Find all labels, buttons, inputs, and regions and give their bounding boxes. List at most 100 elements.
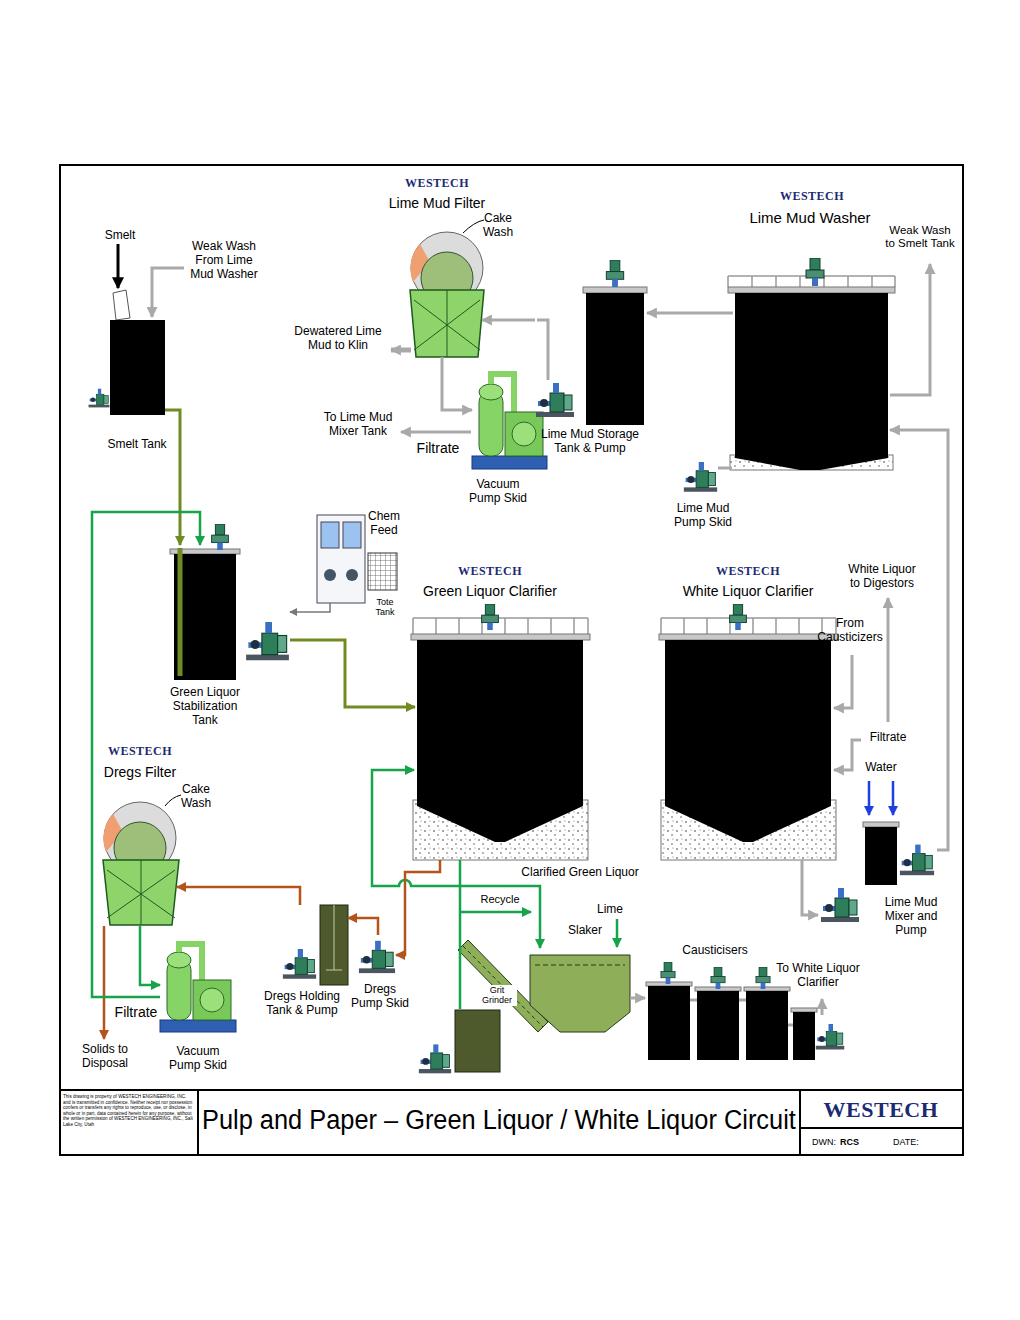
stream-label: Solids to Disposal xyxy=(75,1043,135,1071)
smelt-tank: Smelt Tank xyxy=(110,320,165,415)
title-block-value: RCS xyxy=(840,1137,870,1147)
clarifier: WESTECHGreen Liquor Clarifier xyxy=(415,625,585,860)
tank-body xyxy=(793,1012,815,1060)
concrete-base xyxy=(413,800,588,860)
vacuum-pump xyxy=(193,980,231,1020)
equipment-label: Lime Mud Storage Tank & Pump xyxy=(538,428,642,456)
flow-line xyxy=(442,357,472,410)
slaker-drawing xyxy=(419,940,630,1073)
stream-label: Dewatered Lime Mud to Klin xyxy=(292,325,384,353)
pump-skid: Lime Mud Pump Skid xyxy=(683,455,718,497)
chem-cabinet xyxy=(317,515,365,603)
stream-arrow xyxy=(887,598,890,722)
liquid-level xyxy=(535,965,625,966)
title-block-lines xyxy=(60,1090,963,1155)
washer-tank: WESTECHLime Mud Washer xyxy=(733,290,890,470)
tank-roof xyxy=(583,287,647,293)
dip-pipe xyxy=(178,548,183,676)
stream-label: Weak Wash From Lime Mud Washer xyxy=(188,240,260,281)
separator-vessel xyxy=(479,392,503,456)
vacuum-pump-skid-drawing xyxy=(160,944,236,1032)
rake-drive xyxy=(806,258,824,286)
equipment-label: Vacuum Pump Skid xyxy=(166,1045,230,1073)
tank-body xyxy=(665,640,831,800)
flow-line xyxy=(290,603,330,612)
disclaimer-note: This drawing is property of WESTECH ENGI… xyxy=(63,1094,195,1127)
callout-label: Cake Wash xyxy=(178,783,214,811)
pump-icon xyxy=(283,949,316,979)
tank-roof xyxy=(411,634,590,640)
leader-line xyxy=(463,220,484,233)
smelt-tank-drawing xyxy=(89,290,165,415)
agitator xyxy=(326,905,342,970)
vacuum-pump-skid: Vacuum Pump Skid xyxy=(160,940,236,1032)
stream-arrow xyxy=(821,999,824,1015)
clarifier: WESTECHWhite Liquor Clarifier xyxy=(663,625,830,860)
lime-mud-filter-drawing xyxy=(410,220,484,357)
stream-label: To Lime Mud Mixer Tank xyxy=(321,411,395,439)
equipment-label: Lime Mud Filter xyxy=(377,195,497,211)
company-logo: WESTECH xyxy=(392,177,482,191)
filter-tub xyxy=(103,860,179,925)
flow-line xyxy=(396,860,440,955)
tank-body xyxy=(417,640,583,800)
stream-arrow xyxy=(834,740,861,770)
chem-feed-skid: Chem Feed xyxy=(317,515,365,603)
equipment-label: Lime Mud Washer xyxy=(735,209,885,226)
rake-drive xyxy=(730,604,747,630)
stream-arrow xyxy=(890,264,930,395)
stream-label: Filtrate xyxy=(111,1004,161,1020)
company-logo: WESTECH xyxy=(445,565,535,579)
equipment-label: Dregs Holding Tank & Pump xyxy=(260,990,344,1018)
pump-icon xyxy=(684,462,717,492)
stream-arrow xyxy=(834,655,852,708)
smelt-chute xyxy=(113,290,130,320)
title-block-field: DATE: xyxy=(893,1137,933,1147)
pump-icon xyxy=(359,941,395,973)
flow-line xyxy=(348,918,378,935)
feed-arrow xyxy=(117,244,120,288)
pump-icon xyxy=(900,845,934,876)
part-label: Grit Grinder xyxy=(477,985,517,1006)
dregs-tank-drawing xyxy=(283,905,395,985)
lime-arrow xyxy=(616,919,619,947)
equipment-label: Green Liquor Stabilization Tank xyxy=(166,686,244,727)
vacuum-pump-skid-drawing xyxy=(472,374,547,469)
stabilization-tank: Green Liquor Stabilization Tank xyxy=(172,545,290,680)
railing xyxy=(413,618,588,634)
flow-line xyxy=(140,925,160,985)
stream-label: Lime xyxy=(595,903,625,917)
vacuum-pump xyxy=(505,412,543,456)
equipment-label: Smelt Tank xyxy=(97,438,177,452)
equipment-label: White Liquor Clarifier xyxy=(668,583,828,599)
pump-icon xyxy=(419,1044,451,1073)
tank-cone xyxy=(417,800,583,842)
drum-filter: WESTECHDregs Filter xyxy=(105,790,177,925)
equipment-label: Lime Mud Mixer and Pump xyxy=(882,896,940,937)
vessel-dome xyxy=(167,952,191,968)
pump-icon xyxy=(816,1024,845,1050)
pump-icon xyxy=(89,389,110,408)
tank-cone xyxy=(735,455,888,470)
title-block-field: DWN: xyxy=(812,1137,842,1147)
pump-casing xyxy=(512,422,536,446)
equipment-label: Lime Mud Pump Skid xyxy=(672,502,734,530)
stream-label: Smelt xyxy=(100,229,140,243)
drum-filter: WESTECHLime Mud Filter xyxy=(412,222,482,357)
holding-tank: Dregs Holding Tank & Pump xyxy=(282,905,348,985)
drawing-title: Pulp and Paper – Green Liquor / White Li… xyxy=(202,1106,796,1136)
flow-line xyxy=(482,319,535,322)
separator-vessel xyxy=(167,960,191,1020)
stream-label: To White Liquor Clarifier xyxy=(773,962,863,990)
stream-label: Filtrate xyxy=(863,731,913,745)
green-liquor-clarifier-drawing xyxy=(411,604,590,860)
mixer-drive xyxy=(756,967,770,989)
pump-icon xyxy=(821,888,859,922)
washer-drawing xyxy=(684,258,895,492)
company-logo: WESTECH xyxy=(806,1097,956,1122)
vessel-dome xyxy=(479,384,503,400)
mixer-drive xyxy=(606,260,623,287)
filter-tub xyxy=(410,290,484,357)
flow-label: Clarified Green Liquor xyxy=(515,866,645,880)
